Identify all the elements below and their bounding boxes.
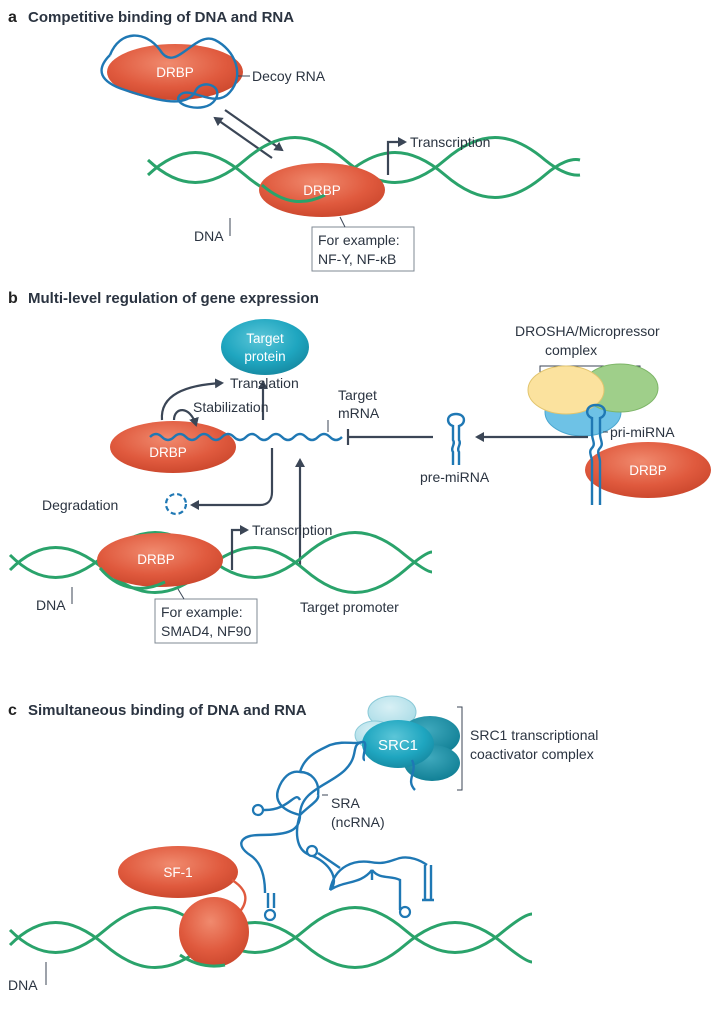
target-protein-line2: protein — [244, 349, 285, 364]
sra-stem-3 — [422, 865, 434, 902]
drbp-right-label: DRBP — [629, 463, 667, 478]
sra-stemloop-4 — [263, 908, 277, 922]
src1-complex-line1: SRC1 transcriptional — [470, 727, 598, 743]
example-box-b-pointer — [177, 588, 185, 600]
sf1-dna-binding-domain — [179, 897, 249, 967]
dna-strand-c2 — [8, 906, 533, 954]
drosha-label-line1: DROSHA/Micropressor — [515, 323, 660, 339]
example-box-b — [154, 598, 258, 644]
decoy-rna-strand — [100, 34, 239, 109]
panel-c-title: Simultaneous binding of DNA and RNA — [28, 702, 307, 719]
translation-arrow — [160, 378, 224, 421]
target-promoter-label: Target promoter — [300, 599, 399, 615]
sra-stemloop-2 — [305, 844, 319, 858]
src1-complex-line2: coactivator complex — [470, 746, 594, 762]
dna-overlay-b — [98, 567, 166, 590]
panel-b-title: Multi-level regulation of gene expressio… — [28, 290, 319, 307]
panel-a: a Competitive binding of DNA and RNA DRB… — [8, 9, 581, 272]
example-box-a — [311, 226, 415, 272]
sra-stemloop-1 — [251, 803, 265, 817]
stabilization-arrow — [172, 409, 199, 427]
sra-upper-arm — [298, 740, 363, 773]
dna-overlay-a — [261, 183, 326, 204]
sra-label-line1: SRA — [331, 795, 360, 811]
dna-strand-a2 — [146, 136, 581, 184]
pri-mirna-label: pri-miRNA — [610, 424, 675, 440]
dna-overlay-c — [179, 953, 226, 968]
panel-a-title: Competitive binding of DNA and RNA — [28, 9, 294, 26]
example-box-a-pointer — [339, 216, 346, 228]
example-a-line2: NF-Y, NF-κB — [318, 251, 396, 267]
transcription-arrow-a — [386, 137, 407, 175]
decoy-rna-label: Decoy RNA — [252, 68, 326, 84]
drbp-dna-label-b: DRBP — [137, 552, 175, 567]
dna-strand-a1 — [146, 151, 581, 199]
dna-label-c: DNA — [8, 977, 38, 993]
sra-tail-to-src1 — [409, 759, 416, 791]
pre-mirna-label: pre-miRNA — [420, 469, 490, 485]
dna-label-a: DNA — [194, 228, 224, 244]
panel-a-letter: a — [8, 9, 17, 26]
drbp-dna-protein-b — [97, 533, 223, 587]
sra-stemloop-3 — [398, 905, 412, 919]
transcription-arrow-b — [230, 525, 249, 570]
target-mrna-line2: mRNA — [338, 405, 380, 421]
src1-complex-bracket — [457, 706, 463, 791]
sra-loop-arm — [276, 770, 320, 817]
panel-b: b Multi-level regulation of gene express… — [8, 290, 711, 644]
sra-right-branch — [328, 856, 428, 891]
pre-mirna-hairpin — [446, 412, 466, 465]
sra-stem-4 — [266, 893, 276, 908]
drosha-label-line2: complex — [545, 342, 597, 358]
target-mrna-line1: Target — [338, 387, 377, 403]
translation-label: Translation — [230, 375, 299, 391]
drbp-dna-protein-a — [259, 163, 385, 217]
target-protein — [221, 319, 309, 375]
drbp-decoy-label: DRBP — [156, 65, 194, 80]
degradation-arrow — [190, 448, 274, 510]
stabilization-label: Stabilization — [193, 399, 269, 415]
src1-core-protein — [362, 720, 434, 768]
target-protein-line1: Target — [246, 331, 284, 346]
panel-c: c Simultaneous binding of DNA and RNA SR… — [8, 695, 598, 993]
pri-mirna-hairpin — [586, 403, 606, 505]
dna-strand-c1 — [8, 921, 533, 969]
drbp-primirna-protein — [585, 442, 711, 498]
example-b-line1: For example: — [161, 604, 243, 620]
drbp-dna-label-a: DRBP — [303, 183, 341, 198]
target-mrna-strand — [149, 432, 343, 442]
src1-label: SRC1 — [378, 737, 418, 754]
transcription-label-a: Transcription — [410, 134, 490, 150]
dna-label-b: DNA — [36, 597, 66, 613]
sf1-label: SF-1 — [163, 865, 192, 880]
sra-stem-2 — [317, 852, 341, 869]
panel-b-letter: b — [8, 290, 18, 307]
drbp-left-label: DRBP — [149, 445, 187, 460]
sra-label-line2: (ncRNA) — [331, 814, 385, 830]
degradation-label: Degradation — [42, 497, 118, 513]
panel-c-letter: c — [8, 702, 17, 719]
dna-strand-b1 — [8, 546, 433, 594]
sf1-protein — [118, 846, 238, 898]
transcription-label-b: Transcription — [252, 522, 332, 538]
drbp-decoy-protein — [107, 44, 243, 100]
drosha-yellow-subunit — [527, 365, 605, 415]
example-a-line1: For example: — [318, 232, 400, 248]
degraded-rna-icon — [164, 492, 188, 516]
dna-strand-b2 — [8, 531, 433, 579]
equilibrium-arrow-up — [213, 116, 273, 159]
example-b-line2: SMAD4, NF90 — [161, 623, 251, 639]
